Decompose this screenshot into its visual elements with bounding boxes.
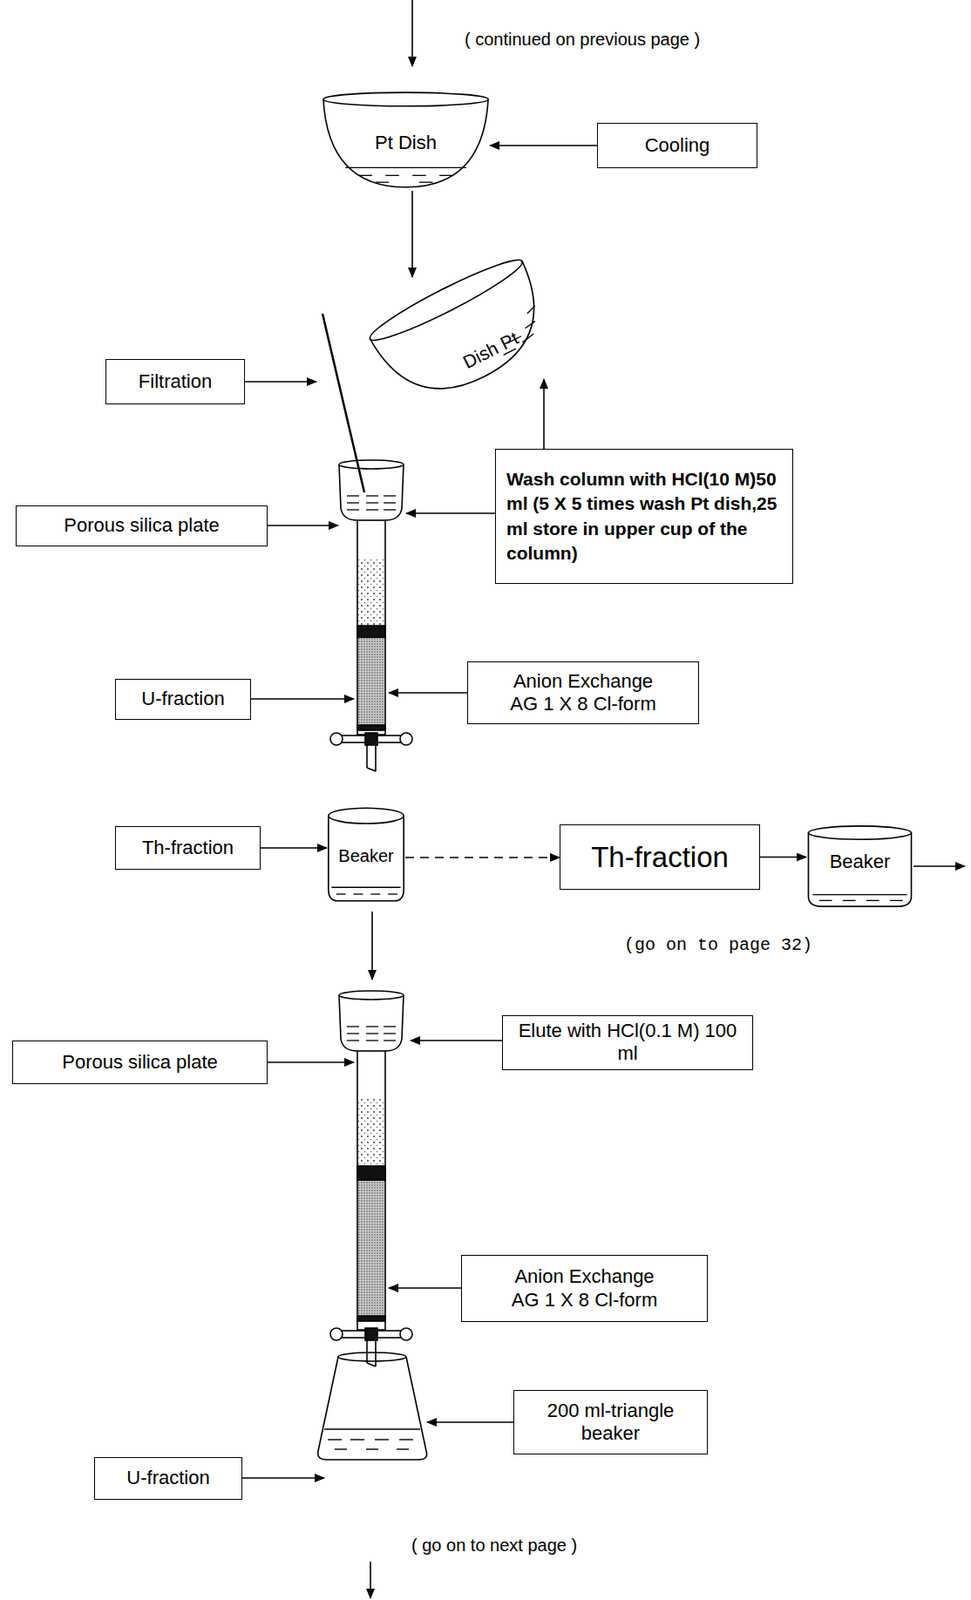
node-text: Dish Pt <box>443 319 539 381</box>
ion-exchange-column <box>330 460 413 772</box>
node-text: Th-fraction <box>142 836 234 860</box>
node-text: Cooling <box>645 134 711 157</box>
liquid-marks <box>324 1429 421 1450</box>
node-text: Anion Exchange AG 1 X 8 Cl-form <box>507 1265 663 1312</box>
node-text: Elute with HCl(0.1 M) 100 ml <box>509 1019 746 1067</box>
flow-arrow <box>411 190 414 278</box>
node-text: Wash column with HCl(10 M)50 ml (5 X 5 t… <box>506 467 782 566</box>
label-box: Anion Exchange AG 1 X 8 Cl-form <box>467 661 700 725</box>
pointer-arrow <box>388 692 468 694</box>
pointer-arrow <box>410 1039 503 1042</box>
process-box: Filtration <box>105 359 245 405</box>
triangle-beaker <box>318 1357 428 1460</box>
flow-arrow <box>543 379 545 449</box>
label-box: U-fraction <box>94 1457 243 1501</box>
pointer-arrow <box>242 1477 325 1480</box>
pointer-arrow <box>406 512 496 515</box>
platinum-dish: Dish Pt <box>366 278 558 380</box>
glass-rod <box>322 313 365 493</box>
flow-arrow <box>760 856 807 859</box>
node-text: Filtration <box>138 370 212 394</box>
node-text: Th-fraction <box>590 840 729 876</box>
note-label: ( go on to next page ) <box>411 1535 578 1556</box>
label-box: Th-fraction <box>115 826 261 870</box>
node-text: 200 ml-triangle beaker <box>521 1399 700 1447</box>
flow-arrow <box>411 0 414 67</box>
beaker: Beaker <box>806 824 914 909</box>
node-text: Porous silica plate <box>63 514 220 537</box>
pointer-arrow <box>267 1061 354 1064</box>
note-box: Elute with HCl(0.1 M) 100 ml <box>502 1015 754 1071</box>
node-text: Beaker <box>326 846 406 867</box>
node-text: Anion Exchange AG 1 X 8 Cl-form <box>505 670 661 717</box>
ion-exchange-column <box>330 991 413 1367</box>
node-text: Pt Dish <box>321 131 490 155</box>
process-box: Th-fraction <box>559 824 761 890</box>
pointer-arrow <box>251 698 354 700</box>
flow-arrow <box>489 144 598 147</box>
node-text: U-fraction <box>126 1466 210 1490</box>
label-box: Porous silica plate <box>15 505 268 547</box>
platinum-dish: Pt Dish <box>321 91 490 190</box>
label-box: Anion Exchange AG 1 X 8 Cl-form <box>461 1255 708 1323</box>
label-box: 200 ml-triangle beaker <box>513 1390 708 1455</box>
process-box: Cooling <box>597 122 758 169</box>
pointer-arrow <box>244 380 317 383</box>
note-label: (go on to page 32) <box>624 935 813 956</box>
label-box: Porous silica plate <box>12 1040 268 1085</box>
beaker: Beaker <box>326 806 406 904</box>
triangle-beaker-rim <box>338 1352 407 1362</box>
flow-arrow <box>369 1561 372 1599</box>
pointer-arrow <box>388 1287 462 1290</box>
node-text: Porous silica plate <box>61 1051 218 1074</box>
node-text: Beaker <box>806 850 914 874</box>
pointer-arrow <box>427 1421 514 1424</box>
pointer-arrow <box>267 524 339 527</box>
flow-arrow <box>371 911 374 980</box>
flow-arrow <box>260 847 327 849</box>
dashed-arrow <box>405 856 560 859</box>
flow-arrow <box>913 865 965 868</box>
node-text: U-fraction <box>141 687 225 711</box>
note-label: ( continued on previous page ) <box>464 29 700 50</box>
note-box: Wash column with HCl(10 M)50 ml (5 X 5 t… <box>495 448 794 584</box>
label-box: U-fraction <box>115 679 252 720</box>
